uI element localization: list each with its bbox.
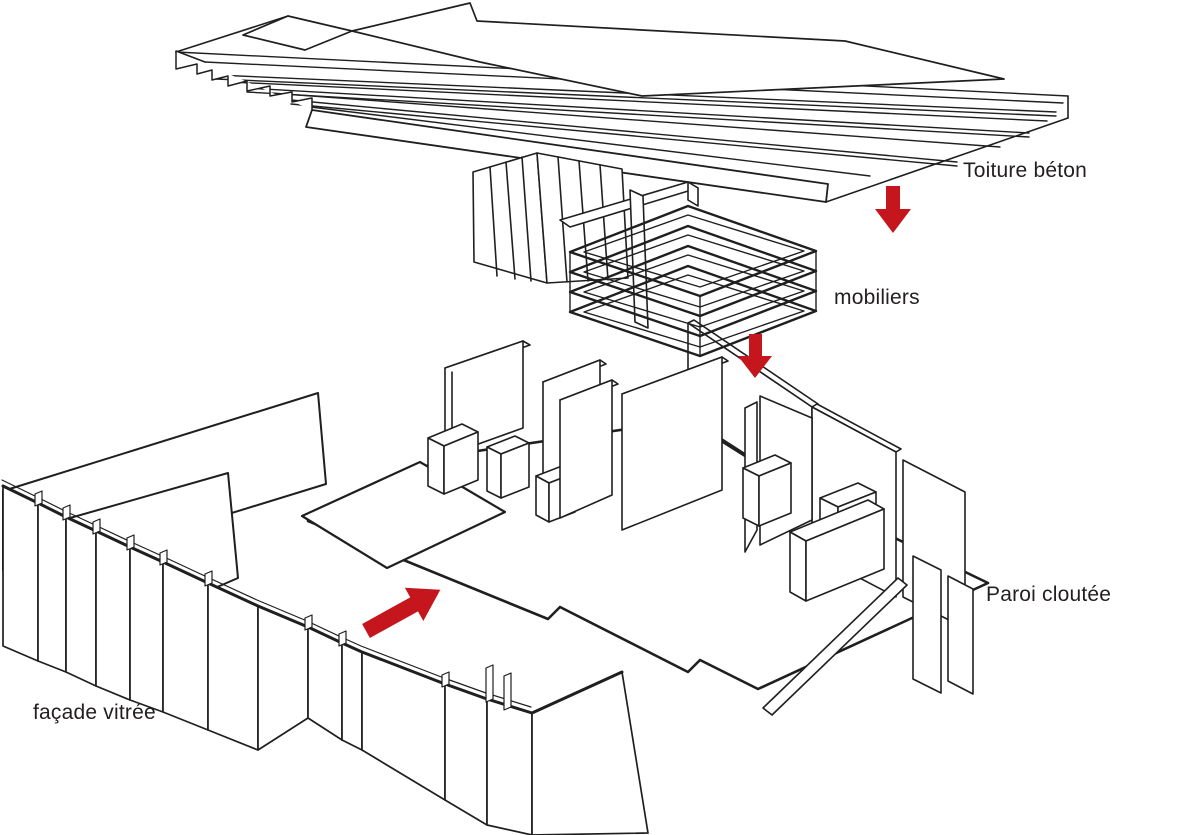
facade-panels: [3, 486, 648, 835]
facade-post: [504, 673, 511, 710]
roof-left-steps: [176, 51, 312, 110]
right-wall-panel-front-2: [948, 576, 973, 694]
facade-post: [486, 665, 493, 702]
roof-right-edge: [826, 96, 1068, 202]
paroi-cloutee-layer: [302, 320, 988, 715]
base-box: [428, 424, 478, 494]
furniture-l-slab: [560, 182, 698, 227]
base-box: [743, 455, 791, 526]
label-mobiliers: mobiliers: [834, 286, 920, 309]
toiture-beton-layer: [176, 3, 1068, 202]
furniture-slat-panel-left: [473, 153, 547, 283]
right-wall-panel-front-1: [913, 556, 941, 693]
roof-rear-slab: [352, 3, 1004, 96]
base-box: [487, 436, 529, 498]
label-toiture-beton: Toiture béton: [963, 159, 1088, 182]
label-facade-vitree: façade vitrée: [33, 701, 156, 724]
facade-vitree-layer: [2, 480, 648, 835]
facade-clips: [35, 491, 511, 710]
interior-walls-middle: [560, 357, 884, 601]
label-paroi-cloutee: Paroi cloutée: [986, 583, 1112, 606]
roof-rear-edge: [176, 16, 288, 52]
roof-tongue-slab: [243, 16, 352, 50]
flow-arrows: [362, 186, 911, 638]
up-right-arrow-icon: [362, 587, 441, 638]
banquette-box: [790, 500, 884, 601]
down-arrow-icon: [738, 334, 772, 378]
ramp: [763, 578, 907, 715]
furniture-shelf-frames: [570, 206, 816, 356]
mobiliers-layer: [473, 153, 816, 356]
down-arrow-icon: [875, 186, 911, 233]
facade-end-triangle: [532, 672, 648, 835]
facade-top-edge: [3, 486, 622, 713]
